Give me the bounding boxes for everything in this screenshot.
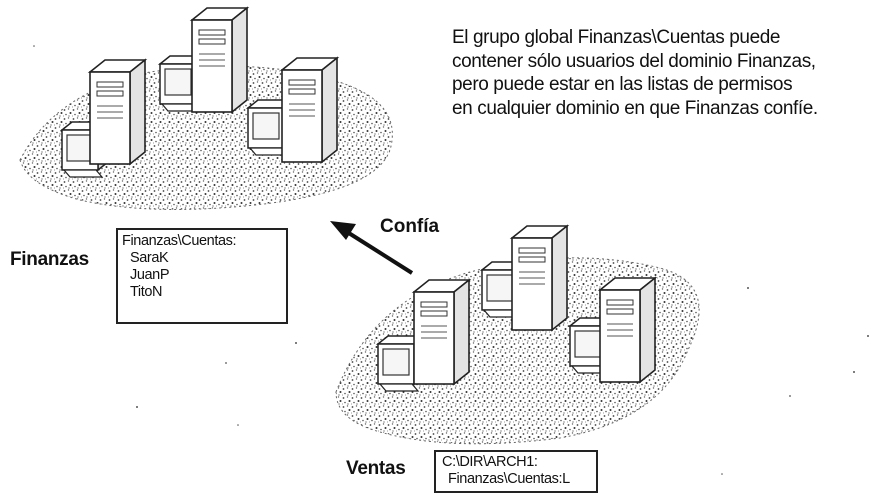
caption-line: El grupo global Finanzas\Cuentas puede bbox=[452, 27, 781, 48]
caption-line: en cualquier dominio en que Finanzas con… bbox=[452, 97, 818, 119]
finanzas-domain-label: Finanzas bbox=[10, 249, 89, 270]
group-member: SaraK bbox=[130, 250, 169, 266]
permission-entry: Finanzas\Cuentas:L bbox=[448, 471, 570, 487]
trust-arrow-icon bbox=[330, 221, 414, 275]
trust-label: Confía bbox=[380, 216, 440, 237]
caption-line: pero puede estar en las listas de permis… bbox=[452, 74, 793, 95]
scan-specks bbox=[33, 45, 869, 475]
server-tower-icon bbox=[191, 7, 248, 113]
global-group-box: Finanzas\Cuentas: SaraK JuanP TitoN bbox=[116, 228, 288, 324]
finanzas-domain-cluster bbox=[19, 7, 393, 210]
caption-line: contener sólo usuarios del dominio Finan… bbox=[452, 50, 816, 72]
permission-list-box: C:\DIR\ARCH1: Finanzas\Cuentas:L bbox=[434, 450, 598, 493]
group-member: TitoN bbox=[130, 284, 163, 300]
group-member: JuanP bbox=[130, 267, 170, 283]
ventas-domain-label: Ventas bbox=[346, 458, 406, 479]
description-caption: El grupo global Finanzas\Cuentas puede c… bbox=[452, 26, 882, 120]
server-tower-icon bbox=[413, 279, 470, 385]
server-tower-icon bbox=[599, 277, 656, 383]
server-tower-icon bbox=[511, 225, 568, 331]
ventas-domain-cluster bbox=[335, 225, 700, 445]
group-name: Finanzas\Cuentas: bbox=[122, 233, 237, 249]
server-tower-icon bbox=[89, 59, 146, 165]
file-path: C:\DIR\ARCH1: bbox=[442, 454, 538, 470]
server-tower-icon bbox=[281, 57, 338, 163]
